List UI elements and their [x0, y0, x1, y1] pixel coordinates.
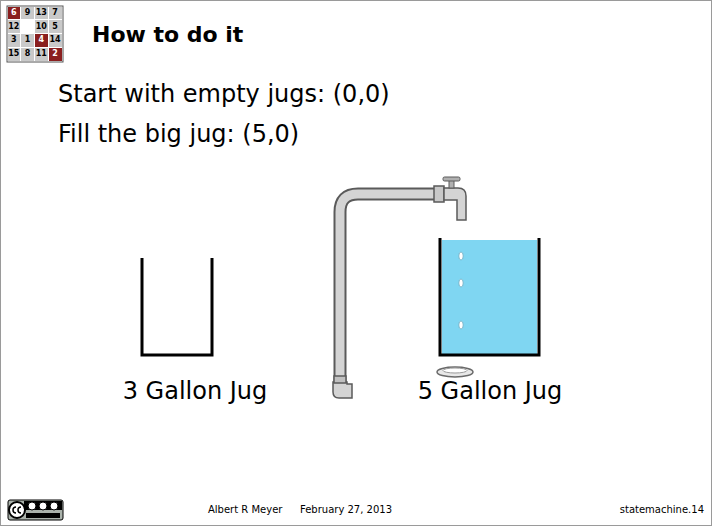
- puzzle-tile: 12: [8, 20, 21, 33]
- water-jug: 3 Gallon Jug: [75, 230, 315, 412]
- licence-badge: [8, 500, 63, 520]
- puzzle-tile: 5: [49, 20, 62, 33]
- licence-icon: [13, 507, 21, 513]
- tile-number: 5: [52, 23, 58, 31]
- tile-number: 11: [36, 50, 47, 58]
- tile-number: 14: [50, 36, 61, 44]
- tile-number: 4: [39, 36, 45, 44]
- puzzle-tile: 8: [21, 48, 34, 61]
- jug-outline: [75, 230, 315, 365]
- jug-outline: [142, 258, 212, 355]
- puzzle-tile: 1: [21, 34, 34, 47]
- body-text: Fill the big jug: (5,0): [58, 120, 299, 148]
- puzzle-tile: 2: [49, 48, 62, 61]
- drain-dish: [443, 368, 467, 373]
- footer-date: February 27, 2013: [300, 504, 392, 515]
- jug-label: 5 Gallon Jug: [370, 376, 610, 406]
- slide-title: How to do it: [92, 22, 243, 47]
- puzzle-tile: 6: [8, 7, 21, 20]
- puzzle-tile: 15: [8, 48, 21, 61]
- puzzle-tile: 4: [35, 34, 48, 47]
- licence-badge: [26, 513, 60, 518]
- puzzle-frame: [7, 6, 63, 62]
- tile-number: 9: [25, 9, 31, 17]
- puzzle-tile: 11: [35, 48, 48, 61]
- faucet-handle: [443, 177, 460, 181]
- water-drop: [459, 321, 463, 329]
- pipe-collar: [434, 186, 444, 202]
- puzzle-tile: 3: [8, 34, 21, 47]
- pipe-outline: [340, 194, 444, 388]
- tile-number: 3: [11, 36, 17, 44]
- licence-icon: [28, 502, 36, 510]
- licence-icon: [9, 502, 25, 518]
- jug-outline: [440, 238, 539, 355]
- tile-number: 2: [52, 50, 58, 58]
- pipe: [340, 194, 444, 388]
- jug-label: 3 Gallon Jug: [75, 376, 315, 406]
- pipe-collar: [334, 376, 346, 383]
- licence-icon: [50, 502, 58, 510]
- pipe-elbow: [333, 382, 352, 398]
- drain-dish: [437, 367, 473, 377]
- puzzle-tile: 13: [35, 7, 48, 20]
- water-jug: 5 Gallon Jug: [370, 230, 610, 412]
- puzzle-tile: 7: [49, 7, 62, 20]
- footer-author: Albert R Meyer: [208, 504, 282, 515]
- tile-number: 12: [8, 23, 19, 31]
- puzzle-tile: 10: [35, 20, 48, 33]
- licence-icon: [39, 502, 47, 510]
- footer-slide-id: statemachine.14: [620, 504, 704, 515]
- puzzle-tile: 9: [21, 7, 34, 20]
- puzzle-tile: 14: [49, 34, 62, 47]
- water-drop: [459, 252, 463, 260]
- tile-number: 10: [36, 23, 47, 31]
- tile-number: 13: [36, 9, 47, 17]
- tile-number: 1: [25, 36, 31, 44]
- jug-outline: [370, 230, 610, 365]
- tile-number: 7: [52, 9, 58, 17]
- body-text: Start with empty jugs: (0,0): [58, 80, 390, 108]
- tile-number: 6: [11, 9, 17, 17]
- water-drop: [459, 279, 463, 287]
- faucet-spout: [444, 188, 466, 220]
- licence-badge: [8, 500, 63, 520]
- tile-number: 8: [25, 50, 31, 58]
- licence-badge: [24, 501, 62, 510]
- tile-number: 15: [8, 50, 19, 58]
- water: [442, 240, 537, 354]
